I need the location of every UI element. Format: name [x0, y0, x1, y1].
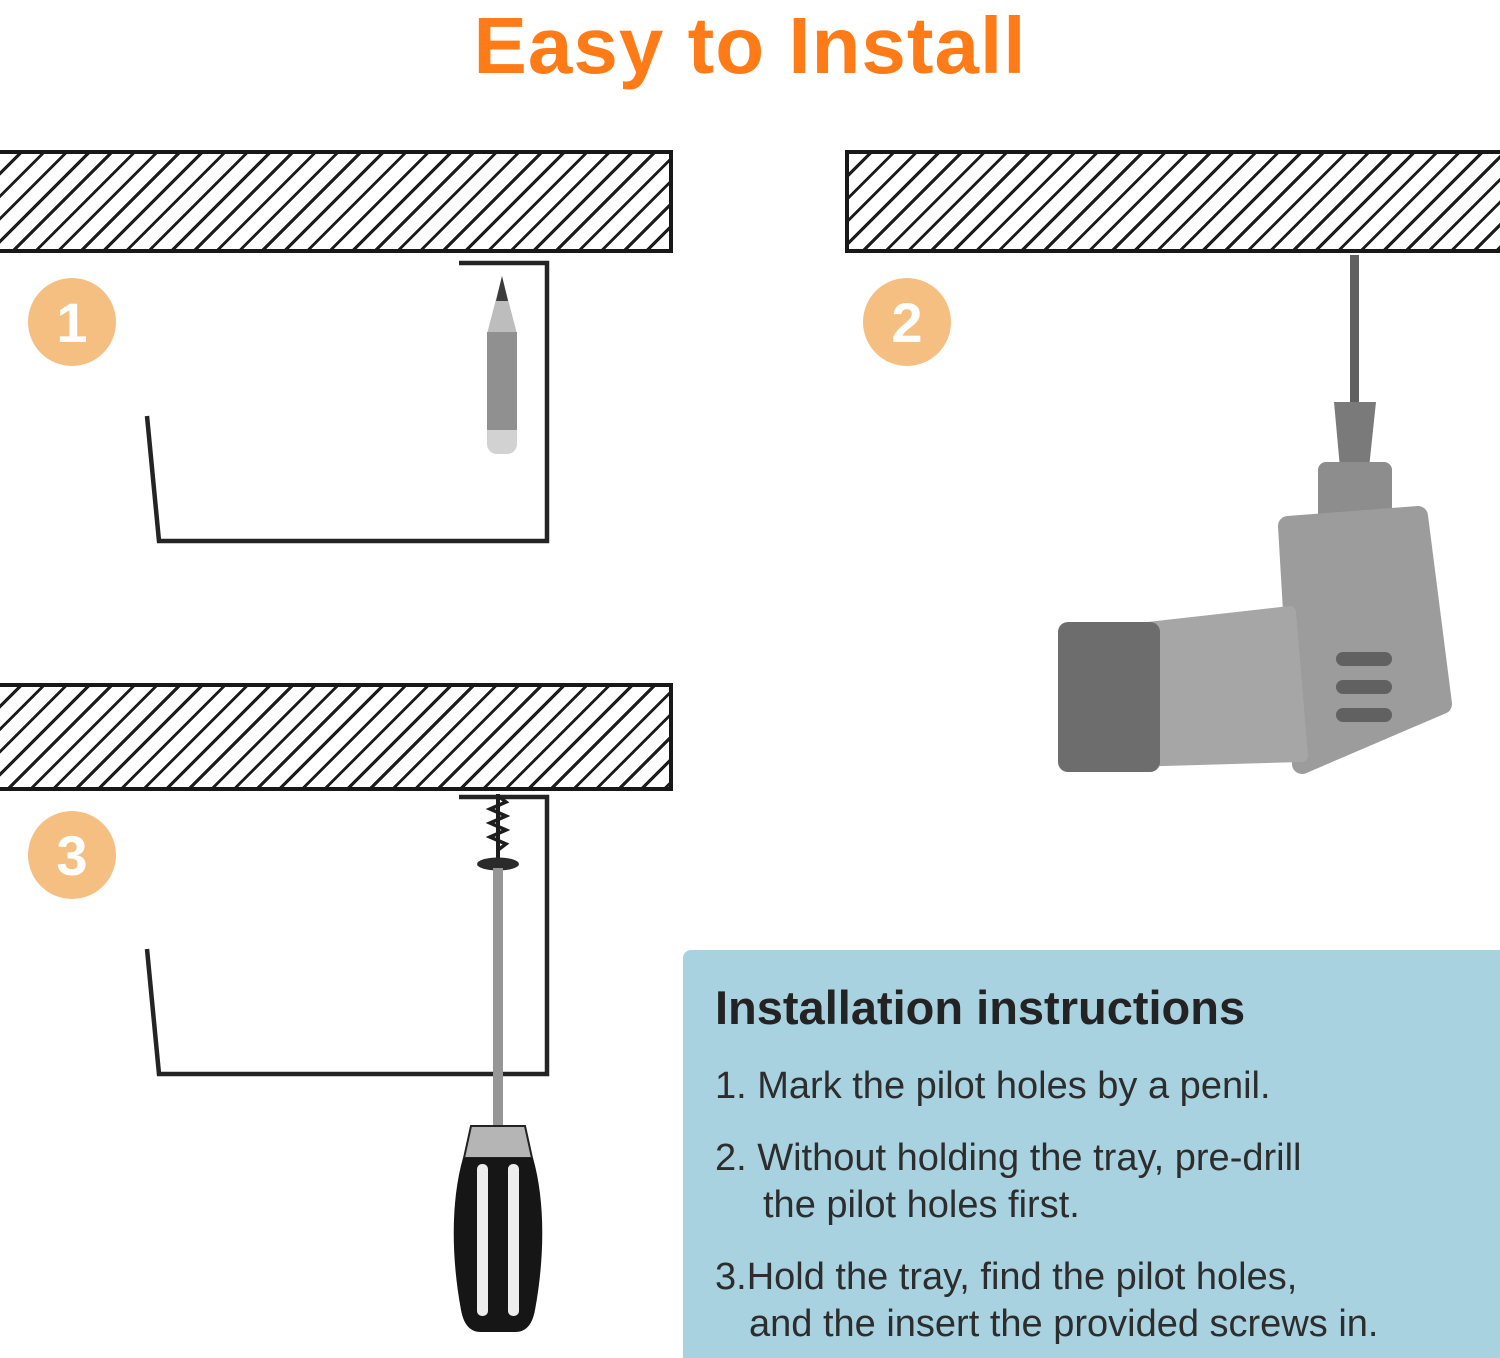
instruction-item-2: 2. Without holding the tray, pre-drill t…: [715, 1135, 1466, 1229]
ceiling-hatch-step1: [0, 150, 673, 253]
ceiling-hatch-step3: [0, 683, 673, 791]
ceiling-hatch-step2: [845, 150, 1500, 253]
instructions-heading: Installation instructions: [715, 981, 1246, 1034]
instruction-line: and the insert the provided screws in.: [749, 1303, 1379, 1346]
instruction-line: 2. Without holding the tray, pre-drill: [715, 1137, 1302, 1180]
step1-number: 1: [56, 290, 88, 354]
step2-number: 2: [891, 290, 923, 354]
screwdriver-icon: [453, 868, 543, 1332]
instruction-item-1: 1. Mark the pilot holes by a penil.: [715, 1063, 1466, 1110]
instruction-line: the pilot holes first.: [763, 1184, 1080, 1227]
step3-badge: 3: [28, 811, 116, 899]
instructions-panel: Installation instructions 1. Mark the pi…: [683, 950, 1500, 1358]
step1-badge: 1: [28, 278, 116, 366]
pencil-icon: [487, 276, 517, 454]
instruction-item-3: 3.Hold the tray, find the pilot holes, a…: [715, 1254, 1466, 1348]
tray-bracket-step3-icon: [144, 794, 550, 1077]
drill-icon: [1058, 255, 1452, 774]
instruction-line: 1. Mark the pilot holes by a penil.: [715, 1065, 1271, 1107]
tray-bracket-step1-icon: [144, 260, 550, 544]
screw-icon: [477, 794, 519, 871]
instruction-line: 3.Hold the tray, find the pilot holes,: [715, 1256, 1298, 1299]
step3-number: 3: [56, 823, 88, 887]
step2-badge: 2: [863, 278, 951, 366]
page-title: Easy to Install: [473, 1, 1027, 90]
